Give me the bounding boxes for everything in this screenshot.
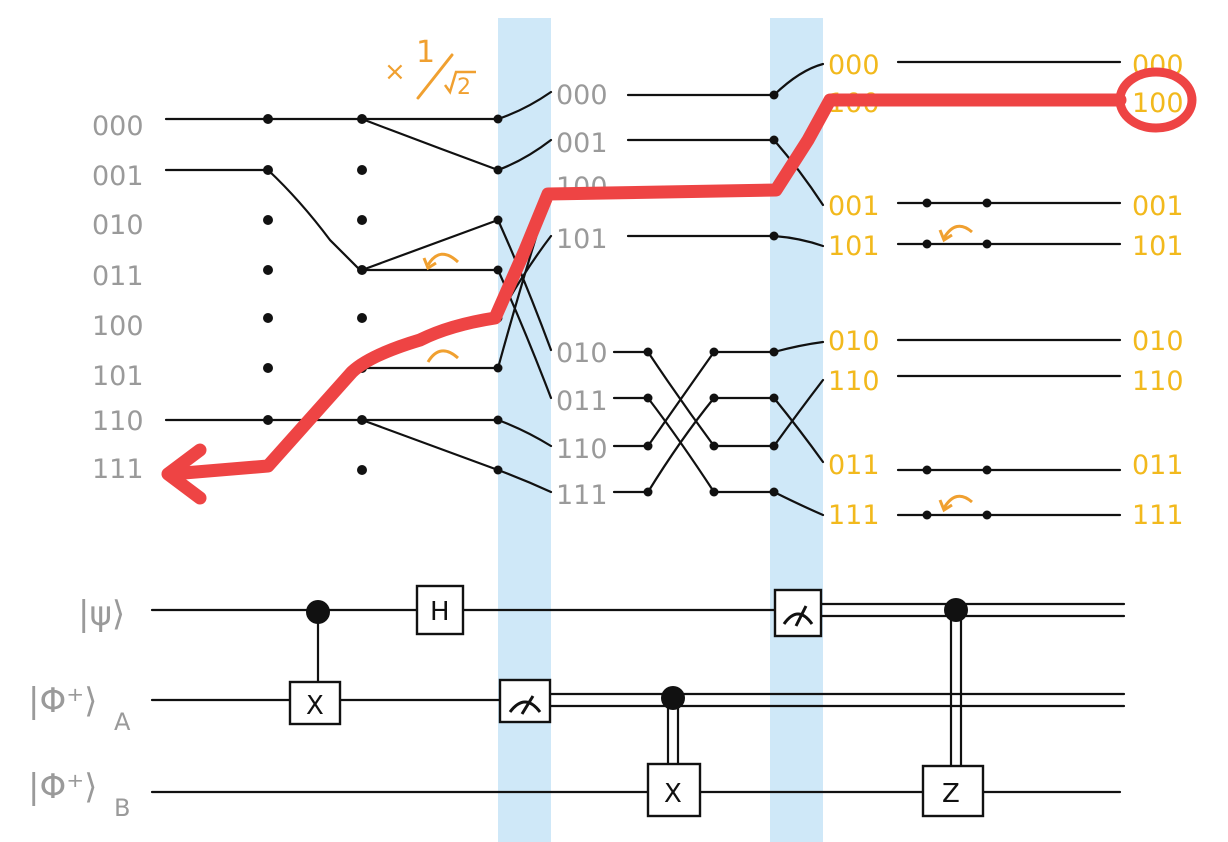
stage2-labels: 000 001 101 010 011 110 111 100 xyxy=(556,80,608,511)
gate-label: Z xyxy=(942,779,960,809)
stage1-wires xyxy=(164,114,503,475)
state-label: 001 xyxy=(556,128,608,159)
arrow-head-icon xyxy=(161,443,207,505)
qubit-subscript: B xyxy=(114,794,130,822)
state-label: 101 xyxy=(556,224,608,255)
state-label: 011 xyxy=(1132,450,1184,481)
highlight-path xyxy=(161,67,1197,505)
state-label: 111 xyxy=(556,480,608,511)
svg-text:1: 1 xyxy=(416,35,435,70)
state-label: 111 xyxy=(1132,500,1184,531)
phase-flip-icon xyxy=(426,349,459,363)
state-label: 000 xyxy=(556,80,608,111)
control-dot xyxy=(661,686,685,710)
stage1-labels: 000 001 010 011 100 101 110 111 xyxy=(92,111,144,485)
qubit-subscript: A xyxy=(114,708,131,736)
state-label: 110 xyxy=(1132,366,1184,397)
gate-label: X xyxy=(664,779,682,809)
gate-label: X xyxy=(306,691,324,721)
svg-text:2: 2 xyxy=(457,75,471,100)
qubit-label: |Φ⁺⟩ xyxy=(28,681,97,721)
state-label: 101 xyxy=(92,361,144,392)
qubit-label: |ψ⟩ xyxy=(78,594,125,634)
band2-wires xyxy=(772,62,825,517)
state-label: 001 xyxy=(92,161,144,192)
state-label: 111 xyxy=(828,500,880,531)
state-label: 110 xyxy=(556,434,608,465)
gate-label: H xyxy=(430,597,450,627)
state-label: 001 xyxy=(1132,191,1184,222)
quantum-circuit: |ψ⟩ |Φ⁺⟩ A |Φ⁺⟩ B X H X xyxy=(28,584,1126,822)
stage3-labels: 000 001 101 010 110 011 111 100 xyxy=(828,50,880,531)
state-label: 100 xyxy=(1132,88,1184,119)
qubit-label: |Φ⁺⟩ xyxy=(28,767,97,807)
state-label: 101 xyxy=(828,231,880,262)
phase-flip-icon xyxy=(942,224,973,239)
phase-flip-icon xyxy=(426,252,460,266)
state-label: 010 xyxy=(828,326,880,357)
control-dot xyxy=(306,600,330,624)
phase-flip-icon xyxy=(942,494,973,509)
stage2-wires xyxy=(612,90,779,497)
sqrt-icon xyxy=(443,70,476,95)
state-label: 111 xyxy=(92,454,144,485)
result-circle xyxy=(1115,67,1197,133)
state-label: 000 xyxy=(92,111,144,142)
state-label: 000 xyxy=(828,50,880,81)
control-dot xyxy=(944,598,968,622)
state-label: 010 xyxy=(556,338,608,369)
scale-annotation: × 1 2 xyxy=(384,35,476,100)
state-label: 011 xyxy=(556,386,608,417)
state-label: 001 xyxy=(828,191,880,222)
state-label: 011 xyxy=(92,261,144,292)
stage4-labels: 000 100 001 101 010 110 011 111 xyxy=(1132,50,1184,531)
state-label: 101 xyxy=(1132,231,1184,262)
state-label: 110 xyxy=(92,406,144,437)
state-label: 010 xyxy=(1132,326,1184,357)
svg-text:×: × xyxy=(384,57,406,87)
stage3-wires xyxy=(896,60,1122,520)
state-label: 100 xyxy=(92,311,144,342)
state-label: 011 xyxy=(828,450,880,481)
state-label: 010 xyxy=(92,210,144,241)
state-label: 110 xyxy=(828,366,880,397)
